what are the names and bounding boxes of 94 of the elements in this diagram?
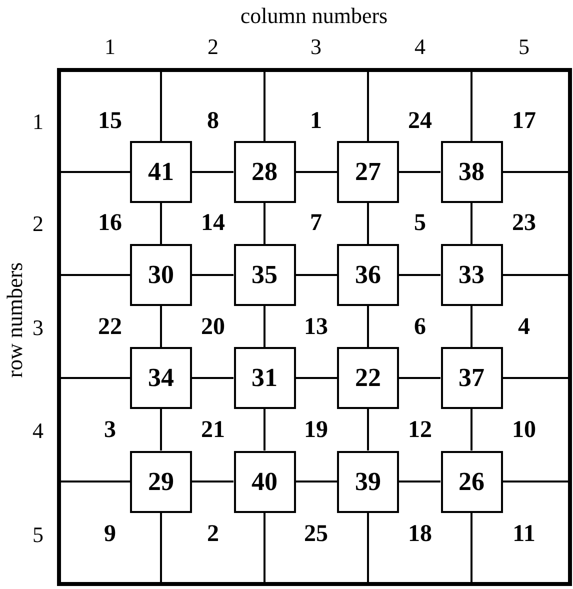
connector-line bbox=[367, 72, 369, 141]
cell-number: 23 bbox=[512, 211, 536, 235]
number-box: 37 bbox=[440, 347, 502, 409]
connector-line bbox=[61, 377, 130, 379]
connector-line bbox=[160, 306, 162, 347]
number-box: 28 bbox=[234, 141, 296, 203]
axis-title: column numbers bbox=[240, 5, 388, 27]
connector-line bbox=[367, 203, 369, 244]
connector-line bbox=[160, 512, 162, 582]
connector-line bbox=[296, 171, 337, 173]
column-number: 2 bbox=[208, 36, 218, 58]
connector-line bbox=[160, 72, 162, 141]
connector-line bbox=[470, 512, 472, 582]
number-box: 31 bbox=[234, 347, 296, 409]
connector-line bbox=[470, 72, 472, 141]
cell-number: 16 bbox=[98, 211, 122, 235]
number-box: 33 bbox=[440, 244, 502, 306]
connector-line bbox=[502, 274, 568, 276]
cell-number: 22 bbox=[98, 315, 122, 339]
number-box: 40 bbox=[234, 450, 296, 512]
number-box: 22 bbox=[337, 347, 399, 409]
connector-line bbox=[264, 72, 266, 141]
row-number: 2 bbox=[32, 213, 44, 235]
connector-line bbox=[470, 203, 472, 244]
row-number: 1 bbox=[32, 111, 44, 133]
number-box: 35 bbox=[234, 244, 296, 306]
number-box: 41 bbox=[130, 141, 192, 203]
connector-line bbox=[470, 409, 472, 450]
connector-line bbox=[61, 171, 130, 173]
number-box: 30 bbox=[130, 244, 192, 306]
cell-number: 17 bbox=[512, 109, 536, 133]
cell-number: 3 bbox=[104, 418, 116, 442]
connector-line bbox=[296, 377, 337, 379]
connector-line bbox=[192, 171, 234, 173]
number-box: 38 bbox=[440, 141, 502, 203]
cell-number: 1 bbox=[310, 109, 322, 133]
column-number: 1 bbox=[104, 36, 116, 58]
cell-number: 24 bbox=[408, 109, 432, 133]
row-number: 4 bbox=[32, 420, 44, 442]
number-box: 26 bbox=[440, 450, 502, 512]
connector-line bbox=[502, 171, 568, 173]
cell-number: 20 bbox=[201, 315, 225, 339]
cell-number: 18 bbox=[408, 522, 432, 546]
number-box: 39 bbox=[337, 450, 399, 512]
row-number: 5 bbox=[32, 524, 44, 546]
number-box: 34 bbox=[130, 347, 192, 409]
column-number: 3 bbox=[310, 36, 322, 58]
cell-number: 25 bbox=[304, 522, 328, 546]
cell-number: 6 bbox=[414, 315, 426, 339]
connector-line bbox=[367, 306, 369, 347]
number-box: 29 bbox=[130, 450, 192, 512]
connector-line bbox=[399, 171, 440, 173]
connector-line bbox=[399, 480, 440, 482]
row-number: 3 bbox=[32, 317, 44, 339]
number-box: 27 bbox=[337, 141, 399, 203]
cell-number: 13 bbox=[304, 315, 328, 339]
connector-line bbox=[367, 409, 369, 450]
cell-number: 7 bbox=[310, 211, 322, 235]
cell-number: 5 bbox=[414, 211, 426, 235]
cell-number: 19 bbox=[304, 418, 328, 442]
connector-line bbox=[192, 480, 234, 482]
column-number: 5 bbox=[518, 36, 530, 58]
cell-number: 12 bbox=[408, 418, 432, 442]
cell-number: 15 bbox=[98, 109, 122, 133]
cell-number: 21 bbox=[201, 418, 225, 442]
grid-frame bbox=[57, 68, 572, 586]
cell-number: 8 bbox=[207, 109, 219, 133]
connector-line bbox=[61, 480, 130, 482]
cell-number: 9 bbox=[104, 522, 116, 546]
column-number: 4 bbox=[414, 36, 426, 58]
connector-line bbox=[264, 306, 266, 347]
number-box: 36 bbox=[337, 244, 399, 306]
connector-line bbox=[399, 377, 440, 379]
connector-line bbox=[502, 377, 568, 379]
axis-title: row numbers bbox=[4, 262, 26, 378]
connector-line bbox=[192, 377, 234, 379]
cell-number: 2 bbox=[207, 522, 219, 546]
connector-line bbox=[502, 480, 568, 482]
connector-line bbox=[296, 274, 337, 276]
connector-line bbox=[160, 409, 162, 450]
connector-line bbox=[264, 203, 266, 244]
cell-number: 10 bbox=[512, 418, 536, 442]
connector-line bbox=[264, 409, 266, 450]
connector-line bbox=[264, 512, 266, 582]
connector-line bbox=[399, 274, 440, 276]
connector-line bbox=[367, 512, 369, 582]
connector-line bbox=[470, 306, 472, 347]
connector-line bbox=[296, 480, 337, 482]
connector-line bbox=[61, 274, 130, 276]
connector-line bbox=[160, 203, 162, 244]
cell-number: 14 bbox=[201, 211, 225, 235]
cell-number: 11 bbox=[512, 522, 536, 546]
connector-line bbox=[192, 274, 234, 276]
cell-number: 4 bbox=[518, 315, 530, 339]
